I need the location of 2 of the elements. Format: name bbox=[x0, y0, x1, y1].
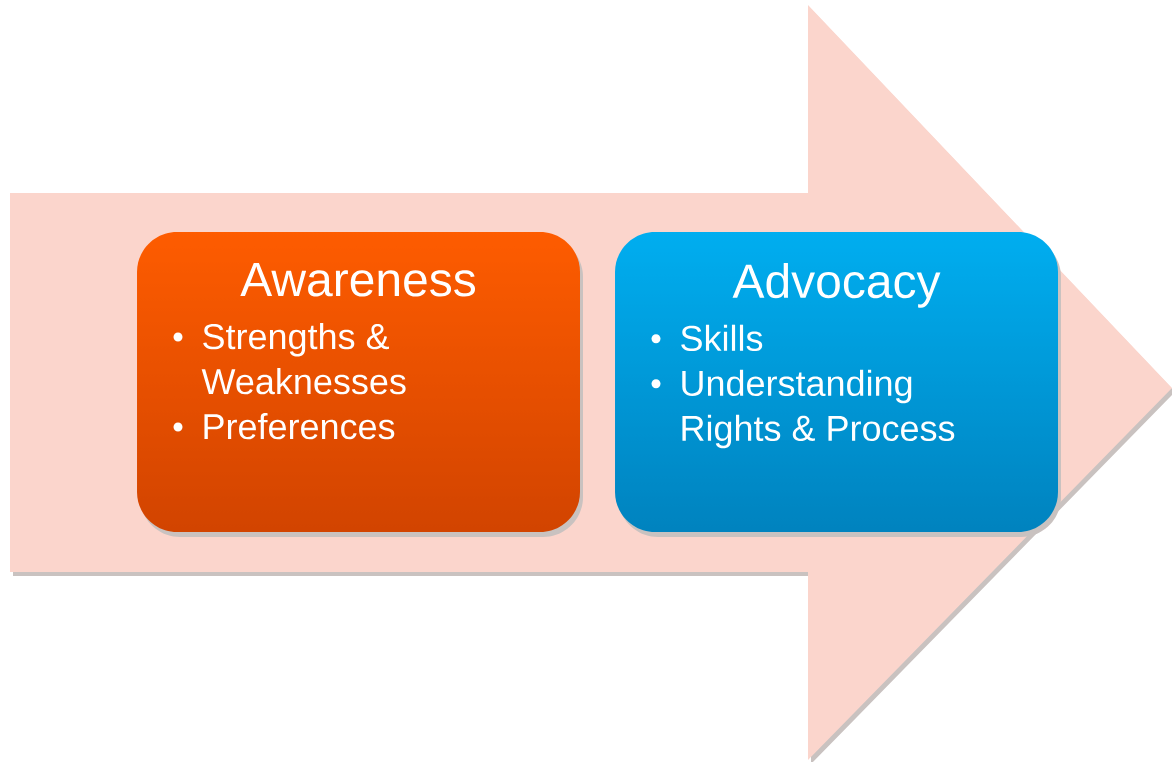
process-box: Awareness Strengths & Weaknesses Preferences bbox=[137, 232, 583, 537]
process-box: Advocacy Skills Understanding Rights & Process bbox=[615, 232, 1061, 537]
